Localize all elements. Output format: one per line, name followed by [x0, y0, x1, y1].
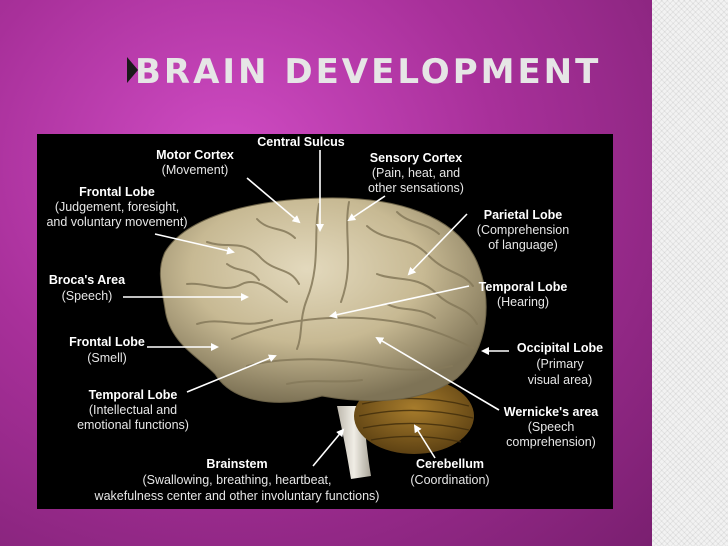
arrow-sensory-cortex [347, 195, 386, 222]
label-wernickes-area-title: Wernicke's area [504, 405, 600, 419]
label-motor-cortex-title: Motor Cortex [156, 148, 234, 162]
label-occipital-lobe-title: Occipital Lobe [517, 341, 603, 355]
arrow-motor-cortex [246, 177, 301, 224]
arrow-cerebellum [413, 424, 436, 459]
arrow-temporal-lobe-hearing [329, 285, 470, 319]
label-brocas-area-desc: (Speech) [62, 289, 113, 303]
label-occipital-lobe-desc-1: (Primary [536, 357, 584, 371]
label-frontal-lobe-judgement-desc-2: and voluntary movement) [46, 215, 187, 229]
label-motor-cortex-desc: (Movement) [162, 163, 229, 177]
arrow-frontal-lobe-judgement [154, 233, 235, 255]
label-cerebellum-desc: (Coordination) [410, 473, 489, 487]
label-sensory-cortex-title: Sensory Cortex [370, 151, 462, 165]
label-frontal-lobe-smell-title: Frontal Lobe [69, 335, 145, 349]
arrow-wernickes-area [375, 336, 500, 411]
label-temporal-lobe-intellectual-desc-1: (Intellectual and [89, 403, 177, 417]
label-central-sulcus-title: Central Sulcus [257, 135, 345, 149]
label-frontal-lobe-smell-desc: (Smell) [87, 351, 127, 365]
cerebellum-folds [358, 397, 474, 443]
label-temporal-lobe-hearing-title: Temporal Lobe [479, 280, 568, 294]
label-temporal-lobe-intellectual-title: Temporal Lobe [89, 388, 178, 402]
label-sensory-cortex-desc-1: (Pain, heat, and [372, 166, 460, 180]
label-arrows [123, 150, 509, 467]
title-bullet-icon [127, 57, 138, 83]
cerebrum-shape [159, 197, 487, 403]
label-temporal-lobe-intellectual-desc-2: emotional functions) [77, 418, 189, 432]
slide-side-pattern [652, 0, 728, 546]
slide-title: BRAIN DEVELOPMENT [135, 52, 602, 92]
label-wernickes-area-desc-1: (Speech [528, 420, 575, 434]
label-brainstem-desc-2: wakefulness center and other involuntary… [94, 489, 380, 503]
brain-diagram-panel: Central Sulcus Motor Cortex (Movement) S… [37, 134, 613, 509]
label-parietal-lobe-desc-2: of language) [488, 238, 558, 252]
label-frontal-lobe-judgement-title: Frontal Lobe [79, 185, 155, 199]
label-brainstem-title: Brainstem [206, 457, 267, 471]
label-wernickes-area-desc-2: comprehension) [506, 435, 596, 449]
label-brocas-area-title: Broca's Area [49, 273, 126, 287]
arrow-temporal-lobe-intellectual [186, 354, 277, 393]
label-brainstem-desc-1: (Swallowing, breathing, heartbeat, [142, 473, 331, 487]
arrow-brainstem [312, 428, 345, 467]
label-cerebellum-title: Cerebellum [416, 457, 484, 471]
arrow-parietal-lobe [407, 213, 468, 276]
brain-diagram: Central Sulcus Motor Cortex (Movement) S… [46, 135, 603, 503]
label-parietal-lobe-desc-1: (Comprehension [477, 223, 569, 237]
label-temporal-lobe-hearing-desc: (Hearing) [497, 295, 549, 309]
label-sensory-cortex-desc-2: other sensations) [368, 181, 464, 195]
cerebrum-folds [186, 201, 478, 385]
label-parietal-lobe-title: Parietal Lobe [484, 208, 563, 222]
label-occipital-lobe-desc-2: visual area) [528, 373, 593, 387]
label-frontal-lobe-judgement-desc-1: (Judgement, foresight, [55, 200, 179, 214]
